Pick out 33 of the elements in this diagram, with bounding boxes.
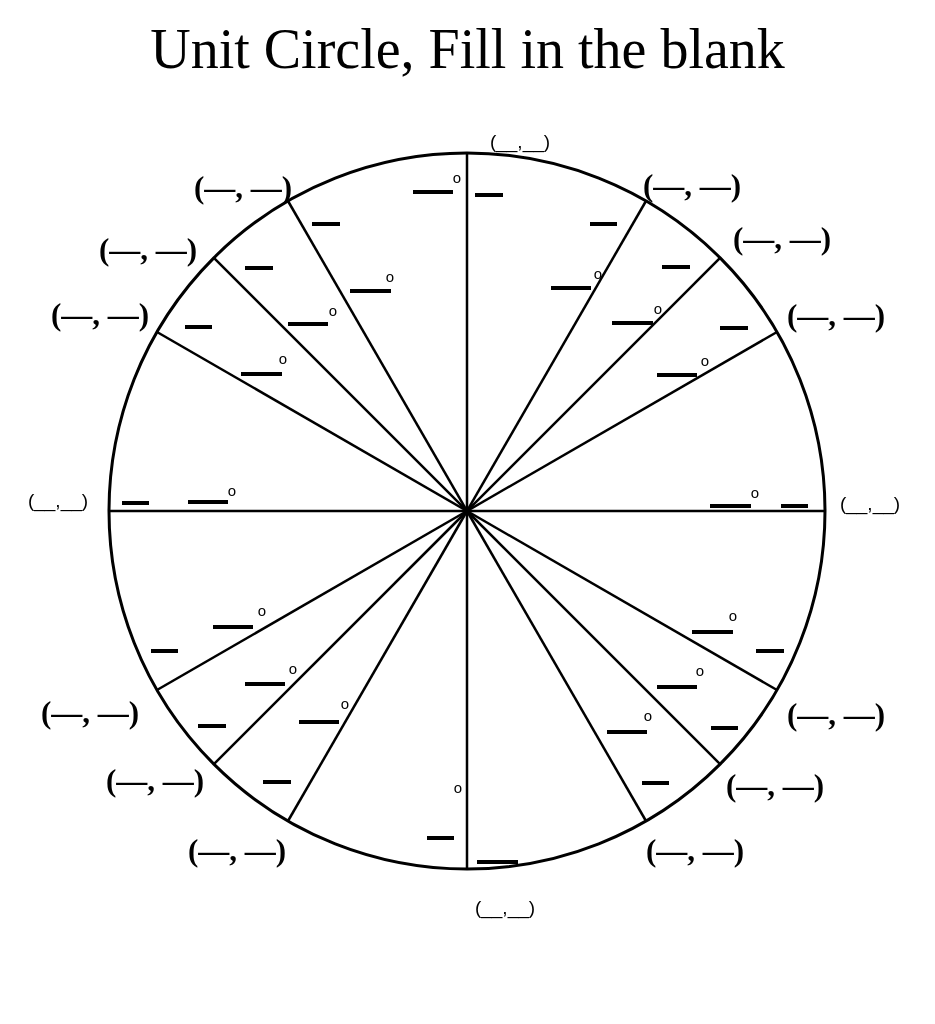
degree-mark: o [700, 352, 710, 368]
degree-mark: o [695, 662, 705, 678]
title: Unit Circle, Fill in the blank [149, 17, 786, 82]
degree-mark: o [227, 482, 237, 498]
coordinate-label: (__,__) [489, 131, 551, 151]
degree-mark: o [288, 660, 298, 676]
coordinate-label: (—, —) [50, 298, 150, 330]
coordinate-label: (—, —) [732, 222, 832, 254]
coordinate-label: (—, —) [40, 696, 140, 728]
coordinate-label: (—, —) [105, 764, 205, 796]
coordinate-label: (—, —) [642, 169, 742, 201]
coordinate-label: (—, —) [98, 233, 198, 265]
degree-mark: o [278, 350, 288, 366]
coordinate-label: (__,__) [474, 897, 536, 917]
degree-mark: o [653, 300, 663, 316]
degree-mark: o [328, 302, 338, 318]
coordinate-label: (—, —) [187, 834, 287, 866]
degree-mark: o [750, 484, 760, 500]
coordinate-label: (—, —) [786, 698, 886, 730]
coordinate-label: (__,__) [839, 493, 901, 513]
coordinate-label: (—, —) [193, 171, 293, 203]
coordinate-label: (—, —) [786, 299, 886, 331]
degree-mark: o [728, 607, 738, 623]
degree-mark: o [257, 602, 267, 618]
coordinate-label: (__,__) [27, 490, 89, 510]
degree-mark: o [385, 268, 395, 284]
degree-mark: o [643, 707, 653, 723]
coordinate-label: (—, —) [645, 834, 745, 866]
degree-mark: o [340, 695, 350, 711]
degree-mark: o [593, 265, 603, 281]
degree-mark: o [453, 779, 463, 795]
degree-mark: o [452, 169, 462, 185]
coordinate-label: (—, —) [725, 769, 825, 801]
